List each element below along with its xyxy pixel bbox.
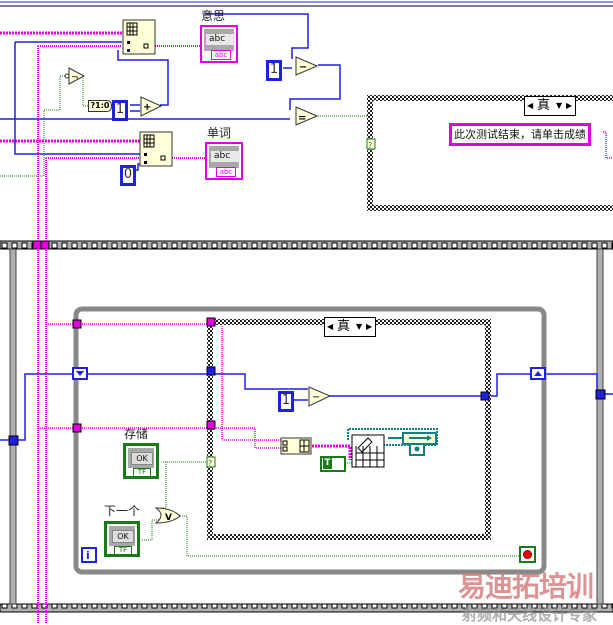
numeric-wire xyxy=(14,41,140,155)
index-array-node xyxy=(139,131,173,167)
shift-register-left xyxy=(72,367,88,380)
string-wire xyxy=(38,427,282,449)
property-node xyxy=(402,432,437,456)
control-body: OK xyxy=(128,448,154,468)
string-tunnel xyxy=(72,423,82,433)
sequence-frame-top xyxy=(0,240,613,250)
svg-text:=: = xyxy=(298,113,306,124)
string-tunnel xyxy=(72,319,82,329)
sequence-frame-bottom xyxy=(0,603,613,613)
numeric-constant-one[interactable]: 1 xyxy=(112,100,128,121)
svg-text:+: + xyxy=(143,102,151,113)
numeric-tunnel xyxy=(480,391,490,401)
build-array-node xyxy=(280,437,312,455)
string-wire xyxy=(46,323,290,441)
boolean-wire xyxy=(142,519,160,541)
string-type-tag: abc xyxy=(211,50,231,60)
svg-text:−: − xyxy=(299,62,307,73)
string-wire xyxy=(37,45,122,623)
numeric-tunnel xyxy=(595,389,606,400)
increment-arrow-icon[interactable]: ▶ xyxy=(566,101,573,110)
outer-case-structure xyxy=(367,95,613,211)
svg-text:V: V xyxy=(165,513,172,523)
bool-type-tag: TF xyxy=(133,468,151,477)
string-wire xyxy=(603,131,613,159)
numeric-wire xyxy=(130,104,140,112)
numeric-wire xyxy=(18,373,308,441)
indicator-placeholder: abc xyxy=(206,34,235,45)
string-tunnel xyxy=(206,420,216,430)
write-table-node xyxy=(351,434,385,468)
decrement-arrow-icon[interactable]: ◀ xyxy=(327,322,334,331)
numeric-wire xyxy=(488,373,613,397)
string-type-tag: abc xyxy=(216,167,236,177)
case-label: 真 xyxy=(337,319,351,334)
numeric-wire xyxy=(205,13,309,59)
stop-condition-terminal xyxy=(519,546,536,563)
inner-case-selector[interactable]: ◀ 真 ▼ ▶ xyxy=(324,317,376,337)
not-operator: ¬ xyxy=(64,67,86,85)
numeric-wire xyxy=(117,50,169,106)
ok-button-glyph: OK xyxy=(131,452,153,465)
subtract-operator: − xyxy=(308,386,332,407)
case-selector-terminal-box xyxy=(206,456,216,468)
indicator-placeholder: abc xyxy=(211,151,240,162)
numeric-constant-one[interactable]: 1 xyxy=(266,60,282,81)
boolean-wire xyxy=(160,462,167,509)
dropdown-arrow-icon[interactable]: ▼ xyxy=(556,101,563,110)
iteration-terminal-box xyxy=(81,547,97,563)
numeric-tunnel xyxy=(206,366,216,376)
true-constant[interactable]: T xyxy=(320,456,346,472)
outer-loop-left-rail xyxy=(9,248,17,605)
case-label: 真 xyxy=(537,98,551,113)
outer-case-right-rail xyxy=(596,248,604,605)
equal-operator: = xyxy=(295,106,319,126)
case-selector-terminal: ? xyxy=(208,459,213,468)
shift-register-right xyxy=(530,367,546,380)
subtract-operator: − xyxy=(295,56,319,76)
decrement-arrow-icon[interactable]: ◀ xyxy=(527,101,534,110)
word-string-indicator[interactable]: abc abc xyxy=(205,142,243,180)
iteration-terminal: i xyxy=(86,549,90,562)
ok-button-glyph: OK xyxy=(112,530,134,543)
increment-arrow-icon[interactable]: ▶ xyxy=(366,322,373,331)
save-boolean-control[interactable]: OK TF xyxy=(123,443,159,479)
control-body: OK xyxy=(109,526,135,546)
boolean-wire xyxy=(0,75,66,177)
string-constant[interactable]: 此次测试结束，请单击成绩 xyxy=(449,123,591,146)
dropdown-arrow-icon[interactable]: ▼ xyxy=(356,322,363,331)
next-button-label: 下一个 xyxy=(104,504,141,518)
bool-type-tag: TF xyxy=(114,546,132,555)
string-tunnel xyxy=(206,317,216,327)
add-operator: + xyxy=(140,96,163,117)
next-boolean-control[interactable]: OK TF xyxy=(104,521,140,557)
save-button-label: 存储 xyxy=(124,427,149,441)
meaning-indicator-label: 意思 xyxy=(201,9,226,23)
svg-text:−: − xyxy=(312,392,320,403)
bool-to-int-node: ?1:0 xyxy=(88,100,112,112)
svg-text:¬: ¬ xyxy=(71,73,79,83)
outer-case-selector[interactable]: ◀ 真 ▼ ▶ xyxy=(524,96,576,116)
watermark-title: 易迪拓培训 xyxy=(458,570,594,603)
word-indicator-label: 单词 xyxy=(207,126,232,140)
or-operator: V xyxy=(154,507,181,524)
numeric-wire xyxy=(289,64,341,110)
case-selector-terminal-box xyxy=(366,138,376,150)
true-glyph: T xyxy=(323,458,332,469)
string-wire xyxy=(45,157,140,623)
watermark-subtitle: 射频和天线设计专家 xyxy=(462,606,598,624)
while-loop xyxy=(73,306,547,575)
meaning-string-indicator[interactable]: abc abc xyxy=(200,25,238,63)
case-selector-terminal: ? xyxy=(368,141,373,150)
boolean-wire xyxy=(82,76,88,107)
string-wire xyxy=(312,444,352,460)
index-array-node xyxy=(122,19,156,55)
numeric-constant-one[interactable]: 1 xyxy=(278,391,294,412)
numeric-tunnel xyxy=(8,435,19,446)
numeric-constant-zero[interactable]: 0 xyxy=(120,165,136,186)
boolean-wire xyxy=(180,515,520,557)
